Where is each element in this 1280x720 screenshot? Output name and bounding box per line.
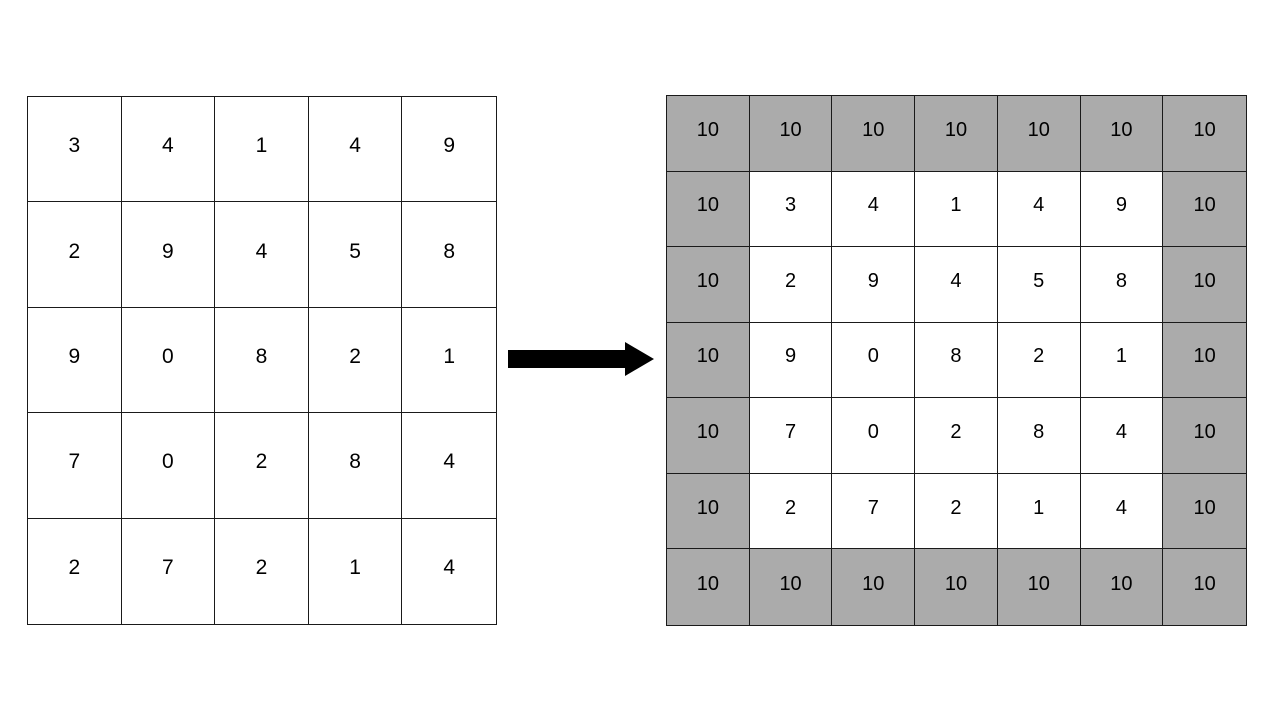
grid-cell: 1: [215, 97, 309, 203]
grid-cell: 10: [667, 322, 750, 399]
grid-cell: 2: [915, 473, 998, 550]
grid-cell: 10: [1163, 96, 1246, 172]
grid-cell: 8: [402, 202, 496, 308]
grid-cell: 4: [1080, 473, 1164, 550]
grid-cell: 9: [832, 247, 916, 323]
grid-cell: 4: [308, 97, 403, 203]
grid-cell: 10: [997, 549, 1081, 625]
grid-cell: 9: [402, 97, 496, 203]
grid-cell: 4: [997, 171, 1081, 248]
grid-cell: 8: [915, 322, 998, 399]
grid-cell: 8: [215, 307, 309, 414]
grid-cell: 8: [1080, 247, 1164, 323]
grid-cell: 2: [997, 322, 1081, 399]
grid-cell: 10: [667, 398, 750, 474]
grid-cell: 10: [915, 96, 998, 172]
grid-cell: 10: [1163, 398, 1246, 474]
grid-cell: 10: [915, 549, 998, 625]
grid-cell: 10: [1163, 549, 1246, 625]
grid-cell: 10: [667, 247, 750, 323]
grid-cell: 10: [997, 96, 1081, 172]
grid-cell: 10: [749, 549, 833, 625]
grid-cell: 1: [308, 518, 403, 624]
grid-cell: 10: [1163, 322, 1246, 399]
grid-cell: 1: [402, 307, 496, 414]
grid-cell: 4: [915, 247, 998, 323]
grid-cell: 0: [121, 307, 216, 414]
grid-cell: 10: [1080, 96, 1164, 172]
grid-cell: 10: [832, 96, 916, 172]
grid-cell: 2: [308, 307, 403, 414]
grid-cell: 10: [832, 549, 916, 625]
grid-cell: 2: [749, 473, 833, 550]
grid-cell: 9: [121, 202, 216, 308]
grid-cell: 2: [915, 398, 998, 474]
grid-cell: 2: [749, 247, 833, 323]
grid-cell: 5: [308, 202, 403, 308]
grid-cell: 0: [832, 398, 916, 474]
grid-cell: 10: [749, 96, 833, 172]
grid-cell: 10: [1163, 171, 1246, 248]
grid-cell: 2: [28, 518, 122, 624]
grid-cell: 4: [1080, 398, 1164, 474]
grid-cell: 7: [28, 413, 122, 519]
grid-cell: 9: [1080, 171, 1164, 248]
grid-cell: 10: [1163, 473, 1246, 550]
grid-cell: 1: [915, 171, 998, 248]
grid-cell: 8: [997, 398, 1081, 474]
grid-cell: 7: [749, 398, 833, 474]
grid-cell: 10: [667, 549, 750, 625]
grid-cell: 10: [1080, 549, 1164, 625]
grid-cell: 9: [28, 307, 122, 414]
grid-cell: 7: [121, 518, 216, 624]
grid-cell: 2: [28, 202, 122, 308]
grid-cell: 4: [121, 97, 216, 203]
grid-cell: 10: [667, 96, 750, 172]
grid-cell: 0: [121, 413, 216, 519]
grid-cell: 7: [832, 473, 916, 550]
grid-cell: 1: [997, 473, 1081, 550]
grid-cell: 4: [832, 171, 916, 248]
grid-cell: 10: [667, 171, 750, 248]
grid-cell: 3: [28, 97, 122, 203]
grid-cell: 2: [215, 518, 309, 624]
transform-arrow-icon: [505, 339, 655, 379]
grid-cell: 10: [667, 473, 750, 550]
grid-cell: 3: [749, 171, 833, 248]
grid-cell: 1: [1080, 322, 1164, 399]
grid-cell: 4: [215, 202, 309, 308]
grid-cell: 2: [215, 413, 309, 519]
grid-cell: 0: [832, 322, 916, 399]
grid-cell: 5: [997, 247, 1081, 323]
grid-cell: 9: [749, 322, 833, 399]
grid-cell: 4: [402, 413, 496, 519]
grid-cell: 10: [1163, 247, 1246, 323]
grid-cell: 4: [402, 518, 496, 624]
grid-cell: 8: [308, 413, 403, 519]
